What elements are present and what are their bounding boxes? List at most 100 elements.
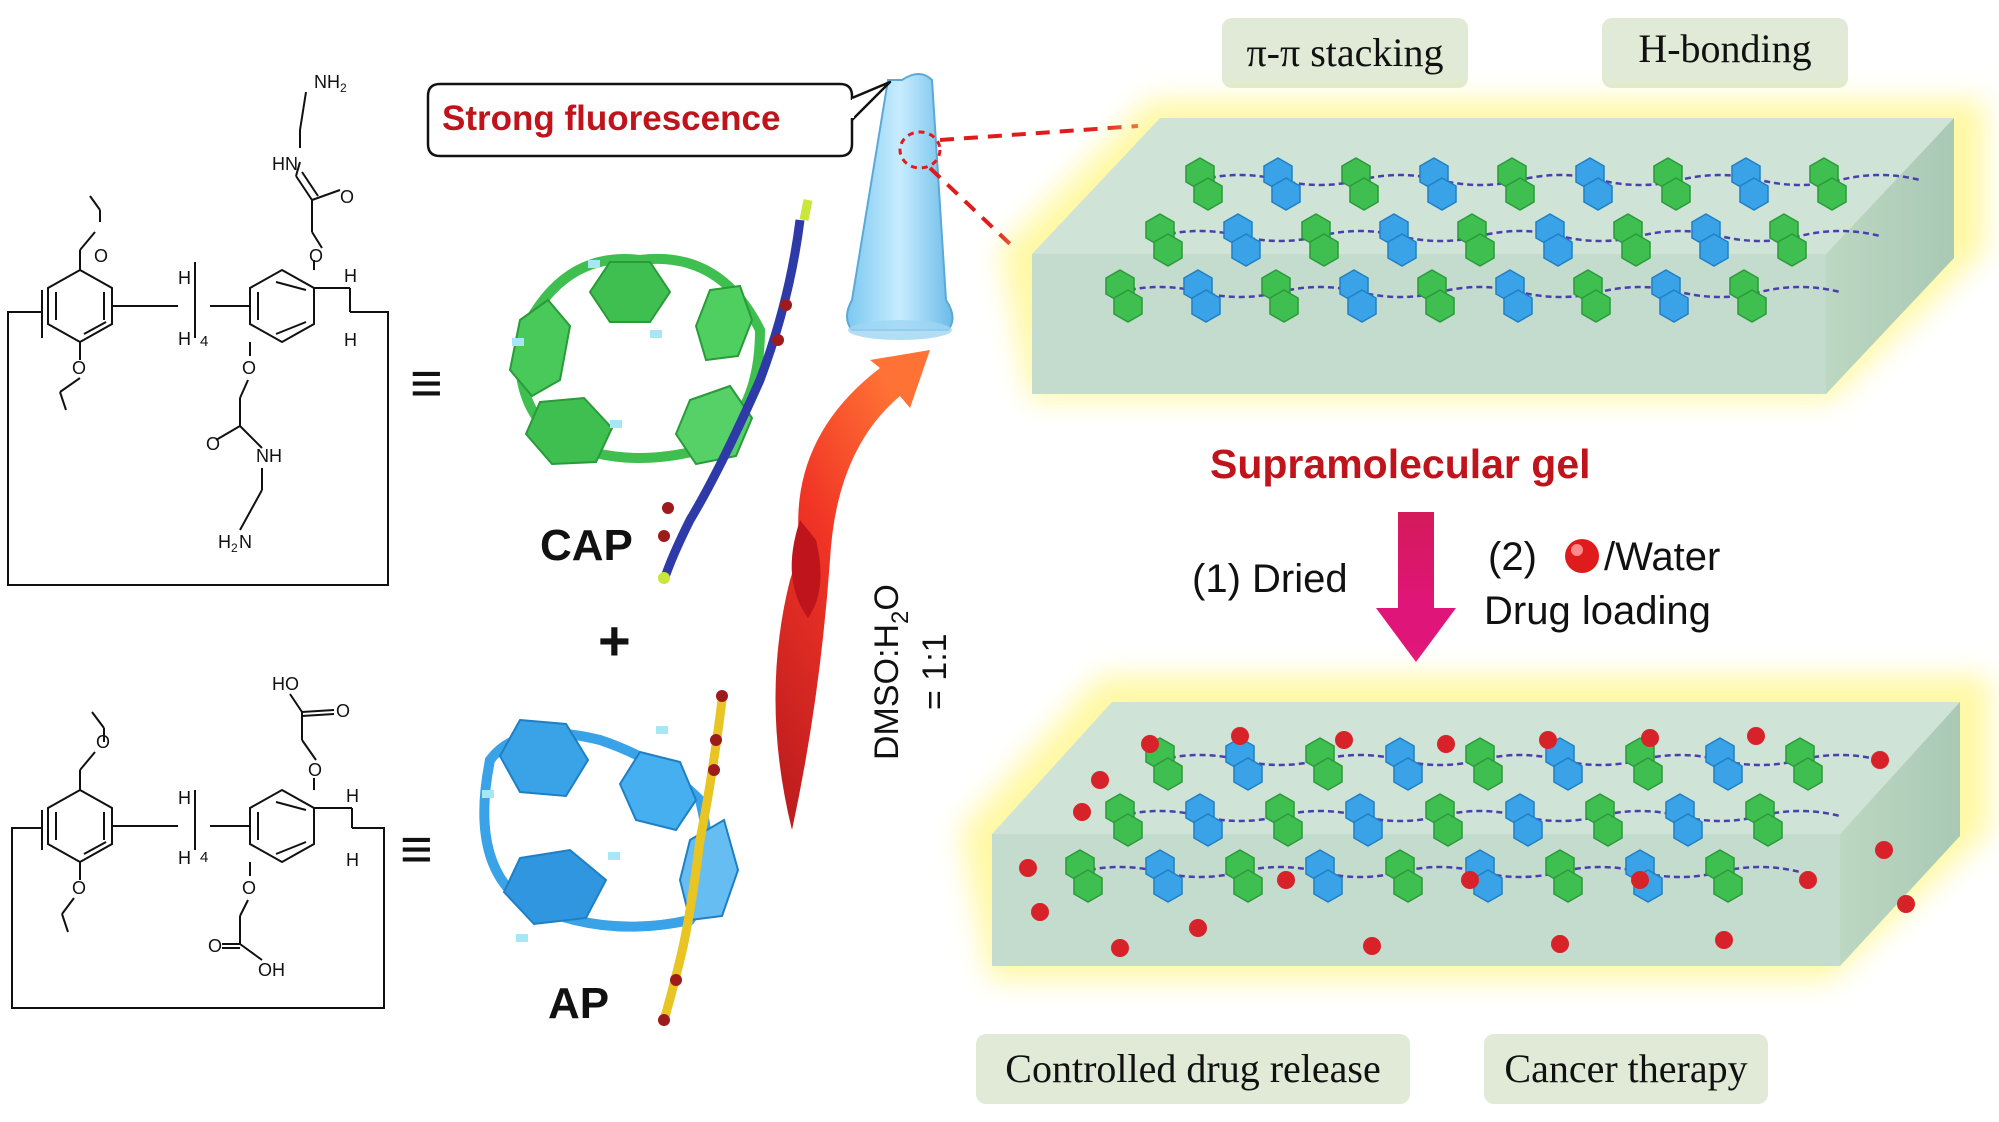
- cap-atom-labels: NH 2 HN O O O O O O NH H 2 N H H 4 H H: [72, 72, 357, 555]
- drug-molecule: [1019, 859, 1037, 877]
- step-2-drug-loading: Drug loading: [1484, 589, 1711, 633]
- drug-molecule: [1461, 871, 1479, 889]
- step-dried: (1) Dried: [1192, 557, 1348, 601]
- drug-molecule: [1871, 751, 1889, 769]
- atom-carbonyl-o-top: O: [340, 187, 354, 207]
- lattice-ap-unit: [1543, 233, 1573, 267]
- drug-molecule: [1551, 935, 1569, 953]
- ap-label: AP: [548, 979, 609, 1028]
- lattice-ap-unit: [1427, 177, 1457, 211]
- lattice-cap-unit: [1713, 869, 1743, 903]
- lattice-cap-unit: [1621, 233, 1651, 267]
- lattice-cap-unit: [1553, 869, 1583, 903]
- lattice-cap-unit: [1113, 289, 1143, 323]
- atom-nh2: NH: [314, 72, 340, 92]
- lattice-cap-unit: [1309, 233, 1339, 267]
- atom-h2n: H: [218, 532, 231, 552]
- subscript-4-ap: 4: [200, 849, 208, 866]
- atom-carbonyl-o-bottom: O: [206, 434, 220, 454]
- pi-stacking-box: [1222, 18, 1468, 88]
- lattice-cap-unit: [1465, 233, 1495, 267]
- cap-label: CAP: [540, 521, 633, 570]
- drug-molecule: [1437, 735, 1455, 753]
- lattice-cap-unit: [1633, 757, 1663, 791]
- leader-line-bottom: [928, 166, 1012, 246]
- gel-slab-top: [1000, 100, 1985, 400]
- lattice-cap-unit: [1593, 813, 1623, 847]
- ap-structure: [11, 693, 385, 1009]
- atom-ether-o-left-bottom: O: [72, 358, 86, 378]
- atom-h-top: H: [178, 268, 191, 288]
- lattice-cap-unit: [1777, 233, 1807, 267]
- cap-structure: [7, 91, 389, 586]
- lattice-cap-unit: [1753, 813, 1783, 847]
- drug-molecule: [1715, 931, 1733, 949]
- atom-h-ch2-top-ap: H: [346, 786, 359, 806]
- lattice-ap-unit: [1353, 813, 1383, 847]
- lattice-ap-unit: [1193, 813, 1223, 847]
- process-arrow: [1376, 512, 1456, 662]
- atom-h-ch2-top: H: [344, 266, 357, 286]
- drug-icon-highlight: [1571, 544, 1583, 556]
- drug-release-label: Controlled drug release: [1005, 1046, 1380, 1091]
- drug-molecule: [1073, 803, 1091, 821]
- atom-nh: NH: [256, 446, 282, 466]
- condition-o: O: [868, 584, 906, 610]
- lattice-cap-unit: [1393, 869, 1423, 903]
- atom-h-ch2-bottom-ap: H: [346, 850, 359, 870]
- atom-h2n-sub: 2: [231, 541, 238, 555]
- drug-molecule: [1631, 871, 1649, 889]
- lattice-cap-unit: [1113, 813, 1143, 847]
- lattice-cap-unit: [1433, 813, 1463, 847]
- lattice-axle: [1199, 173, 1921, 187]
- lattice-ap-unit: [1583, 177, 1613, 211]
- drug-molecule: [1875, 841, 1893, 859]
- drug-icon: [1565, 539, 1599, 573]
- drug-molecule: [1189, 919, 1207, 937]
- drug-molecule: [1111, 939, 1129, 957]
- lattice-cap-unit: [1153, 757, 1183, 791]
- atom-hn: HN: [272, 154, 298, 174]
- lattice-ap-unit: [1739, 177, 1769, 211]
- drug-molecule: [1897, 895, 1915, 913]
- atom-h-top-ap: H: [178, 788, 191, 808]
- atom-carbonyl-o-bottom-ap: O: [208, 936, 222, 956]
- drug-molecule: [1277, 871, 1295, 889]
- gel-slab-bottom: [960, 676, 1990, 980]
- condition-ratio: = 1:1: [916, 633, 954, 710]
- lattice-cap-unit: [1153, 233, 1183, 267]
- drug-molecule: [1031, 903, 1049, 921]
- lattice-ap-unit: [1473, 869, 1503, 903]
- lattice-axle: [1079, 865, 1801, 879]
- lattice-ap-unit: [1347, 289, 1377, 323]
- lattice-cap-unit: [1661, 177, 1691, 211]
- atom-ether-o-top-ap: O: [308, 760, 322, 780]
- leader-line-top: [939, 124, 1139, 142]
- lattice-ap-unit: [1191, 289, 1221, 323]
- subscript-4: 4: [200, 333, 208, 350]
- atom-ether-o-top: O: [309, 246, 323, 266]
- lattice-ap-unit: [1553, 757, 1583, 791]
- lattice-cap-unit: [1073, 869, 1103, 903]
- lattice-cap-unit: [1193, 177, 1223, 211]
- svg-text:DMSO:H2O: DMSO:H2O: [868, 584, 914, 760]
- lattice-ap-unit: [1513, 813, 1543, 847]
- lattice-cap-unit: [1737, 289, 1767, 323]
- lattice-axle: [1119, 285, 1841, 299]
- lattice-ap-unit: [1393, 757, 1423, 791]
- drug-molecule: [1641, 729, 1659, 747]
- lattice-ap-unit: [1673, 813, 1703, 847]
- ap-macrocycle: [479, 690, 740, 1026]
- vial-tube: [846, 73, 954, 340]
- ap-atom-labels: HO O O O O O O OH H H 4 H H: [72, 674, 359, 980]
- lattice-ap-unit: [1231, 233, 1261, 267]
- lattice-ap-unit: [1313, 869, 1343, 903]
- drug-molecule: [1747, 727, 1765, 745]
- lattice-cap-unit: [1233, 869, 1263, 903]
- condition-dmso-h: DMSO:H: [868, 624, 906, 760]
- callout-text: Strong fluorescence: [442, 99, 780, 138]
- cap-macrocycle: [508, 199, 813, 584]
- atom-h-bottom-ap: H: [178, 848, 191, 868]
- drug-molecule: [1231, 727, 1249, 745]
- lattice-ap-unit: [1387, 233, 1417, 267]
